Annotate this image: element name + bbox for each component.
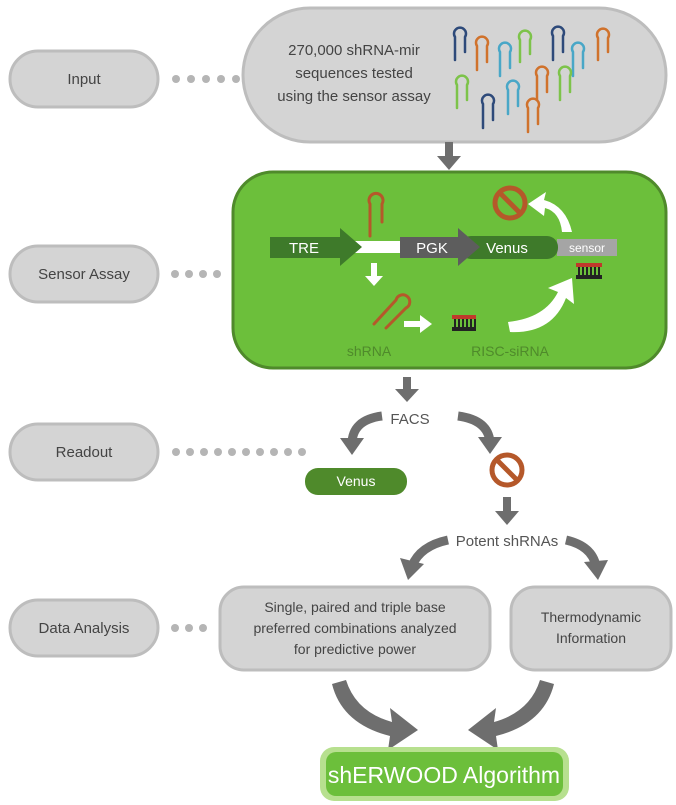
input-connector-dots xyxy=(172,75,240,83)
input-text-line2: sequences tested xyxy=(295,65,413,82)
readout-connector-dots xyxy=(172,448,306,456)
stage-input: Input xyxy=(8,49,160,109)
white-curved-arrow-up-icon xyxy=(528,192,572,232)
hairpin-icon xyxy=(595,27,611,62)
analysis-connector-dots xyxy=(171,624,207,632)
venus-gene-label: Venus xyxy=(486,240,528,257)
pgk-label: PGK xyxy=(416,240,448,257)
hairpin-icon xyxy=(525,97,541,134)
white-arrow-down-icon xyxy=(365,263,383,286)
analysis-right-line1: Thermodynamic xyxy=(541,609,641,625)
sensor-connector-dots xyxy=(171,270,221,278)
risc-complex-icon xyxy=(452,315,476,331)
sherwood-algorithm-box: shERWOOD Algorithm xyxy=(320,747,569,801)
arrow-down-icon xyxy=(437,142,461,170)
hairpin-icon xyxy=(570,41,586,78)
sensor-assay-panel: sensor TRE Venus PGK shRNA xyxy=(231,170,668,370)
stage-sensor-assay-label: Sensor Assay xyxy=(38,266,130,283)
risc-label: RISC-siRNA xyxy=(471,343,549,359)
arrowhead-icon xyxy=(400,558,424,580)
hairpin-icon xyxy=(497,41,513,78)
shrna-label: shRNA xyxy=(347,343,392,359)
tre-promoter-arrow xyxy=(270,228,362,266)
no-expression-icon xyxy=(489,452,525,488)
sensor-risc-icon xyxy=(576,263,602,279)
arrowhead-icon xyxy=(478,437,502,454)
stage-readout-label: Readout xyxy=(56,444,114,461)
hairpin-icon xyxy=(534,65,550,102)
white-arrow-right-icon xyxy=(404,315,432,333)
stage-readout: Readout xyxy=(8,422,160,482)
hairpin-icon xyxy=(454,74,470,110)
hairpin-icon xyxy=(474,35,490,72)
analysis-right-line2: Information xyxy=(556,630,626,646)
analysis-left-line1: Single, paired and triple base xyxy=(264,599,446,615)
hairpin-icon xyxy=(557,65,573,102)
venus-readout-label: Venus xyxy=(337,473,376,489)
hairpin-icon xyxy=(550,25,566,62)
no-expression-icon xyxy=(492,185,528,221)
shrna-hairpin-icons xyxy=(452,25,611,134)
hairpin-icon xyxy=(480,93,496,130)
hairpin-icon xyxy=(372,293,412,330)
stage-data-analysis-label: Data Analysis xyxy=(39,620,130,637)
input-text-line1: 270,000 shRNA-mir xyxy=(288,42,420,59)
arrow-down-icon xyxy=(495,497,519,525)
analysis-left-line2: preferred combinations analyzed xyxy=(253,620,456,636)
pgk-promoter-arrow xyxy=(400,228,480,266)
white-curved-arrow-icon xyxy=(508,278,574,333)
venus-gene-block xyxy=(460,236,558,259)
potent-shrnas-label: Potent shRNAs xyxy=(456,533,559,550)
curved-arrow-left-icon xyxy=(407,535,450,568)
arrowhead-icon xyxy=(340,438,364,455)
stage-input-label: Input xyxy=(67,71,101,88)
tre-label: TRE xyxy=(289,240,319,257)
thermodynamic-box: Thermodynamic Information xyxy=(509,585,673,672)
analysis-left-line3: for predictive power xyxy=(294,641,417,657)
arrowhead-icon xyxy=(584,560,608,580)
algorithm-label: shERWOOD Algorithm xyxy=(328,762,560,788)
curved-arrow-down-left-icon xyxy=(468,680,554,750)
analysis-combinations-box: Single, paired and triple base preferred… xyxy=(218,585,492,672)
venus-readout-pill: Venus xyxy=(305,468,407,495)
stage-data-analysis: Data Analysis xyxy=(8,598,160,658)
hairpin-icon xyxy=(452,26,468,62)
sensor-label: sensor xyxy=(569,241,605,255)
hairpin-icon xyxy=(367,191,385,238)
input-text-line3: using the sensor assay xyxy=(277,88,431,105)
curved-arrow-down-right-icon xyxy=(332,680,418,750)
input-box: 270,000 shRNA-mir sequences tested using… xyxy=(241,6,668,144)
hairpin-icon xyxy=(517,29,533,64)
sensor-block xyxy=(557,239,617,256)
hairpin-icon xyxy=(505,79,521,116)
stage-sensor-assay: Sensor Assay xyxy=(8,244,160,304)
arrow-down-icon xyxy=(395,377,419,402)
construct-spacer xyxy=(345,241,405,253)
facs-label: FACS xyxy=(390,411,429,428)
